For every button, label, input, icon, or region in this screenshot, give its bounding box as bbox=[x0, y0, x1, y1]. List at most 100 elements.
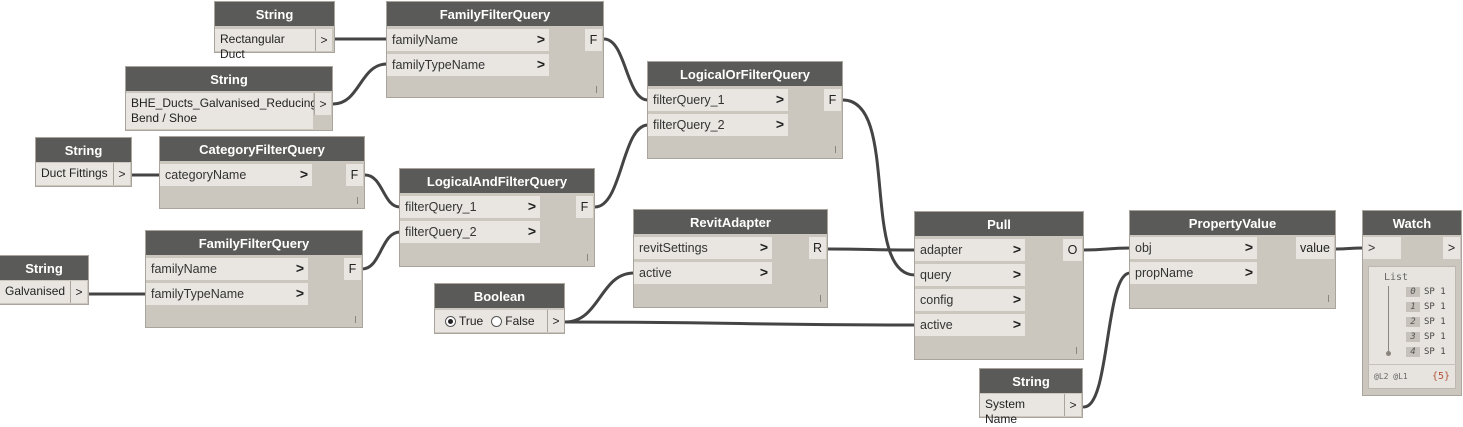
input-port-familytypename[interactable]: familyTypeName > bbox=[146, 283, 308, 305]
output-port[interactable]: > bbox=[316, 29, 332, 51]
input-port-filterquery1[interactable]: filterQuery_1 > bbox=[400, 196, 540, 218]
string-node-bhe-ducts[interactable]: String BHE_Ducts_Galvanised_Reducing Ben… bbox=[126, 67, 332, 130]
output-port-f[interactable]: F bbox=[576, 196, 593, 218]
node-title: LogicalAndFilterQuery bbox=[400, 169, 594, 193]
string-value[interactable]: BHE_Ducts_Galvanised_Reducing Bend / Sho… bbox=[126, 93, 317, 129]
string-value[interactable]: Rectangular Duct bbox=[215, 29, 315, 61]
pull-node[interactable]: Pull adapter > query > config > active >… bbox=[915, 212, 1083, 359]
input-port-categoryname[interactable]: categoryName > bbox=[160, 164, 312, 186]
output-port[interactable]: > bbox=[1065, 394, 1081, 416]
port-label: familyTypeName bbox=[392, 58, 486, 72]
input-port-revitsettings[interactable]: revitSettings > bbox=[634, 237, 772, 259]
output-port[interactable]: > bbox=[71, 281, 87, 303]
node-title: PropertyValue bbox=[1130, 211, 1335, 235]
input-port-filterquery2[interactable]: filterQuery_2 > bbox=[400, 221, 540, 243]
input-port-adapter[interactable]: adapter > bbox=[915, 239, 1025, 261]
port-label: familyTypeName bbox=[151, 287, 245, 301]
input-port-filterquery1[interactable]: filterQuery_1 > bbox=[648, 89, 788, 111]
wire-or-to-pull-query bbox=[841, 98, 917, 277]
port-label: query bbox=[920, 268, 952, 282]
list-value: SP 1 bbox=[1424, 287, 1446, 297]
list-value: SP 1 bbox=[1424, 317, 1446, 327]
input-port[interactable]: > bbox=[1363, 237, 1401, 259]
input-port-propname[interactable]: propName > bbox=[1130, 262, 1257, 284]
family-filter-query-node-top[interactable]: FamilyFilterQuery familyName > familyTyp… bbox=[387, 2, 603, 97]
input-port-query[interactable]: query > bbox=[915, 264, 1025, 286]
string-node-rectangular-duct[interactable]: String Rectangular Duct > bbox=[215, 2, 334, 61]
string-value[interactable]: System Name bbox=[980, 394, 1064, 426]
chevron-right-icon: > bbox=[759, 264, 768, 280]
property-value-node[interactable]: PropertyValue obj > propName > value bbox=[1130, 211, 1335, 308]
node-title: String bbox=[980, 369, 1082, 393]
output-port-f[interactable]: F bbox=[346, 164, 363, 186]
radio-true[interactable]: True bbox=[445, 314, 483, 328]
chevron-right-icon: > bbox=[527, 223, 536, 239]
port-label: categoryName bbox=[165, 168, 247, 182]
input-port-familyname[interactable]: familyName > bbox=[146, 258, 308, 280]
string-node-system-name[interactable]: String System Name > bbox=[980, 369, 1082, 426]
chevron-right-icon: > bbox=[1368, 241, 1376, 255]
input-port-active[interactable]: active > bbox=[634, 262, 772, 284]
list-index: 0 bbox=[1406, 287, 1420, 297]
lacing-mark bbox=[835, 146, 836, 153]
string-node-galvanised[interactable]: String Galvanised > bbox=[0, 256, 88, 304]
list-index: 1 bbox=[1406, 302, 1420, 312]
port-label: filterQuery_1 bbox=[405, 200, 477, 214]
string-node-duct-fittings[interactable]: String Duct Fittings > bbox=[36, 138, 131, 186]
input-port-familytypename[interactable]: familyTypeName > bbox=[387, 54, 549, 76]
logical-or-filter-query-node[interactable]: LogicalOrFilterQuery filterQuery_1 > fil… bbox=[648, 62, 842, 158]
chevron-right-icon: > bbox=[295, 260, 304, 276]
revit-adapter-node[interactable]: RevitAdapter revitSettings > active > R bbox=[634, 210, 827, 307]
node-title: RevitAdapter bbox=[634, 210, 827, 234]
output-port-f[interactable]: F bbox=[585, 29, 602, 51]
watch-preview-panel[interactable]: List 0 SP 1 1 SP 1 2 SP 1 3 SP 1 4 SP 1 … bbox=[1368, 266, 1456, 389]
input-port-active[interactable]: active > bbox=[915, 314, 1025, 336]
output-port-f[interactable]: F bbox=[824, 89, 841, 111]
port-label: propName bbox=[1135, 266, 1194, 280]
port-label: filterQuery_1 bbox=[653, 93, 725, 107]
node-title: String bbox=[36, 138, 131, 162]
wire-boolean-to-pull-active bbox=[563, 320, 917, 327]
watch-node[interactable]: Watch > > List 0 SP 1 1 SP 1 2 SP 1 3 SP… bbox=[1363, 211, 1461, 395]
logical-and-filter-query-node[interactable]: LogicalAndFilterQuery filterQuery_1 > fi… bbox=[400, 169, 594, 266]
radio-true-label: True bbox=[459, 314, 484, 328]
list-tree-line bbox=[1388, 286, 1389, 352]
port-label: familyName bbox=[151, 262, 217, 276]
input-port-filterquery2[interactable]: filterQuery_2 > bbox=[648, 114, 788, 136]
port-label: obj bbox=[1135, 241, 1152, 255]
string-value[interactable]: Galvanised bbox=[0, 281, 70, 303]
radio-false[interactable]: False bbox=[491, 314, 535, 328]
lacing-mark bbox=[1076, 347, 1077, 354]
chevron-right-icon: > bbox=[775, 91, 784, 107]
wire-bhe-to-familytypename bbox=[331, 62, 389, 106]
input-port-config[interactable]: config > bbox=[915, 289, 1025, 311]
list-item: 0 SP 1 bbox=[1406, 286, 1446, 298]
port-label: revitSettings bbox=[639, 241, 708, 255]
list-value: SP 1 bbox=[1424, 332, 1446, 342]
output-port-value[interactable]: value bbox=[1296, 237, 1334, 259]
family-filter-query-node-bottom[interactable]: FamilyFilterQuery familyName > familyTyp… bbox=[146, 231, 362, 327]
port-label: filterQuery_2 bbox=[653, 118, 725, 132]
node-title: String bbox=[0, 256, 88, 280]
lacing-mark bbox=[596, 86, 597, 93]
output-port[interactable]: > bbox=[114, 163, 130, 185]
wire-boolean-to-revit-active bbox=[563, 271, 636, 324]
output-port[interactable]: > bbox=[548, 310, 564, 332]
wire-value-to-watch bbox=[1334, 246, 1365, 251]
chevron-right-icon: > bbox=[1012, 241, 1021, 257]
output-port-r[interactable]: R bbox=[809, 237, 826, 259]
wire-ffq2-to-and-filterquery2 bbox=[360, 230, 402, 271]
list-levels: @L2 @L1 bbox=[1374, 372, 1408, 381]
output-port[interactable]: > bbox=[315, 93, 331, 115]
input-port-obj[interactable]: obj > bbox=[1130, 237, 1257, 259]
list-value: SP 1 bbox=[1424, 347, 1446, 357]
category-filter-query-node[interactable]: CategoryFilterQuery categoryName > F bbox=[160, 137, 364, 208]
chevron-right-icon: > bbox=[1012, 316, 1021, 332]
boolean-toggle[interactable]: True False bbox=[435, 310, 547, 332]
output-port[interactable]: > bbox=[1443, 237, 1460, 259]
output-port-f[interactable]: F bbox=[344, 258, 361, 280]
string-value[interactable]: Duct Fittings bbox=[36, 163, 113, 185]
boolean-node[interactable]: Boolean True False > bbox=[435, 284, 564, 333]
output-port-o[interactable]: O bbox=[1063, 239, 1082, 261]
input-port-familyname[interactable]: familyName > bbox=[387, 29, 549, 51]
